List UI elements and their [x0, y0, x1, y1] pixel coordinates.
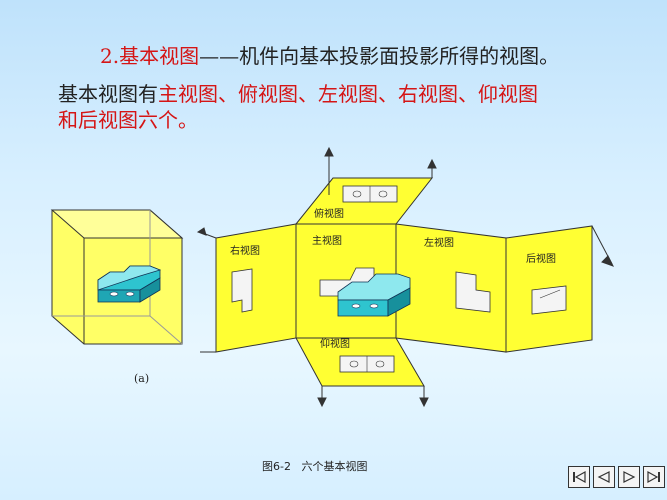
slide-navigation [568, 466, 665, 488]
projection-box [50, 209, 184, 345]
next-page-icon [623, 471, 636, 483]
last-page-button[interactable] [643, 466, 665, 488]
projection-arrows [196, 146, 615, 408]
figure-caption: 图6-2 六个基本视图 [262, 458, 367, 474]
next-page-button[interactable] [618, 466, 640, 488]
figure-number: 图6-2 [262, 460, 291, 473]
center-part [337, 273, 411, 317]
body-line-3: 和后视图六个。 [58, 104, 198, 133]
right-view-drawing [231, 268, 253, 313]
label-left-view: 左视图 [424, 236, 454, 249]
prev-page-icon [597, 471, 610, 483]
label-bottom-view: 仰视图 [320, 337, 350, 350]
last-page-icon [647, 471, 660, 483]
back-view-drawing [531, 285, 567, 315]
heading-title: 基本视图 [119, 44, 200, 68]
unfolded-panels: 俯视图 主视图 右视图 左视图 后视图 仰视图 [215, 177, 593, 387]
back-view-text: 和后视图 [58, 108, 138, 132]
figure-label-a: (a) [134, 372, 150, 385]
heading-definition: 机件向基本投影面投影所得的视图。 [239, 44, 560, 68]
label-front-view: 主视图 [312, 234, 342, 247]
six-text: 六个。 [138, 108, 198, 132]
first-page-icon [573, 471, 586, 483]
prev-page-button[interactable] [593, 466, 615, 488]
heading-line: 2.基本视图——机件向基本投影面投影所得的视图。 [100, 40, 559, 69]
figure-caption-text: 六个基本视图 [301, 460, 368, 473]
label-top-view: 俯视图 [314, 207, 344, 220]
label-right-view: 右视图 [230, 244, 260, 257]
label-back-view: 后视图 [526, 252, 556, 265]
body-line-2: 基本视图有主视图、俯视图、左视图、右视图、仰视图 [58, 78, 538, 107]
views-list: 主视图、俯视图、左视图、右视图、仰视图 [158, 82, 538, 106]
heading-number: 2. [100, 44, 120, 68]
left-view-drawing [455, 271, 491, 313]
intro-text: 基本视图有 [58, 82, 158, 106]
first-page-button[interactable] [568, 466, 590, 488]
heading-dash: —— [199, 44, 240, 68]
